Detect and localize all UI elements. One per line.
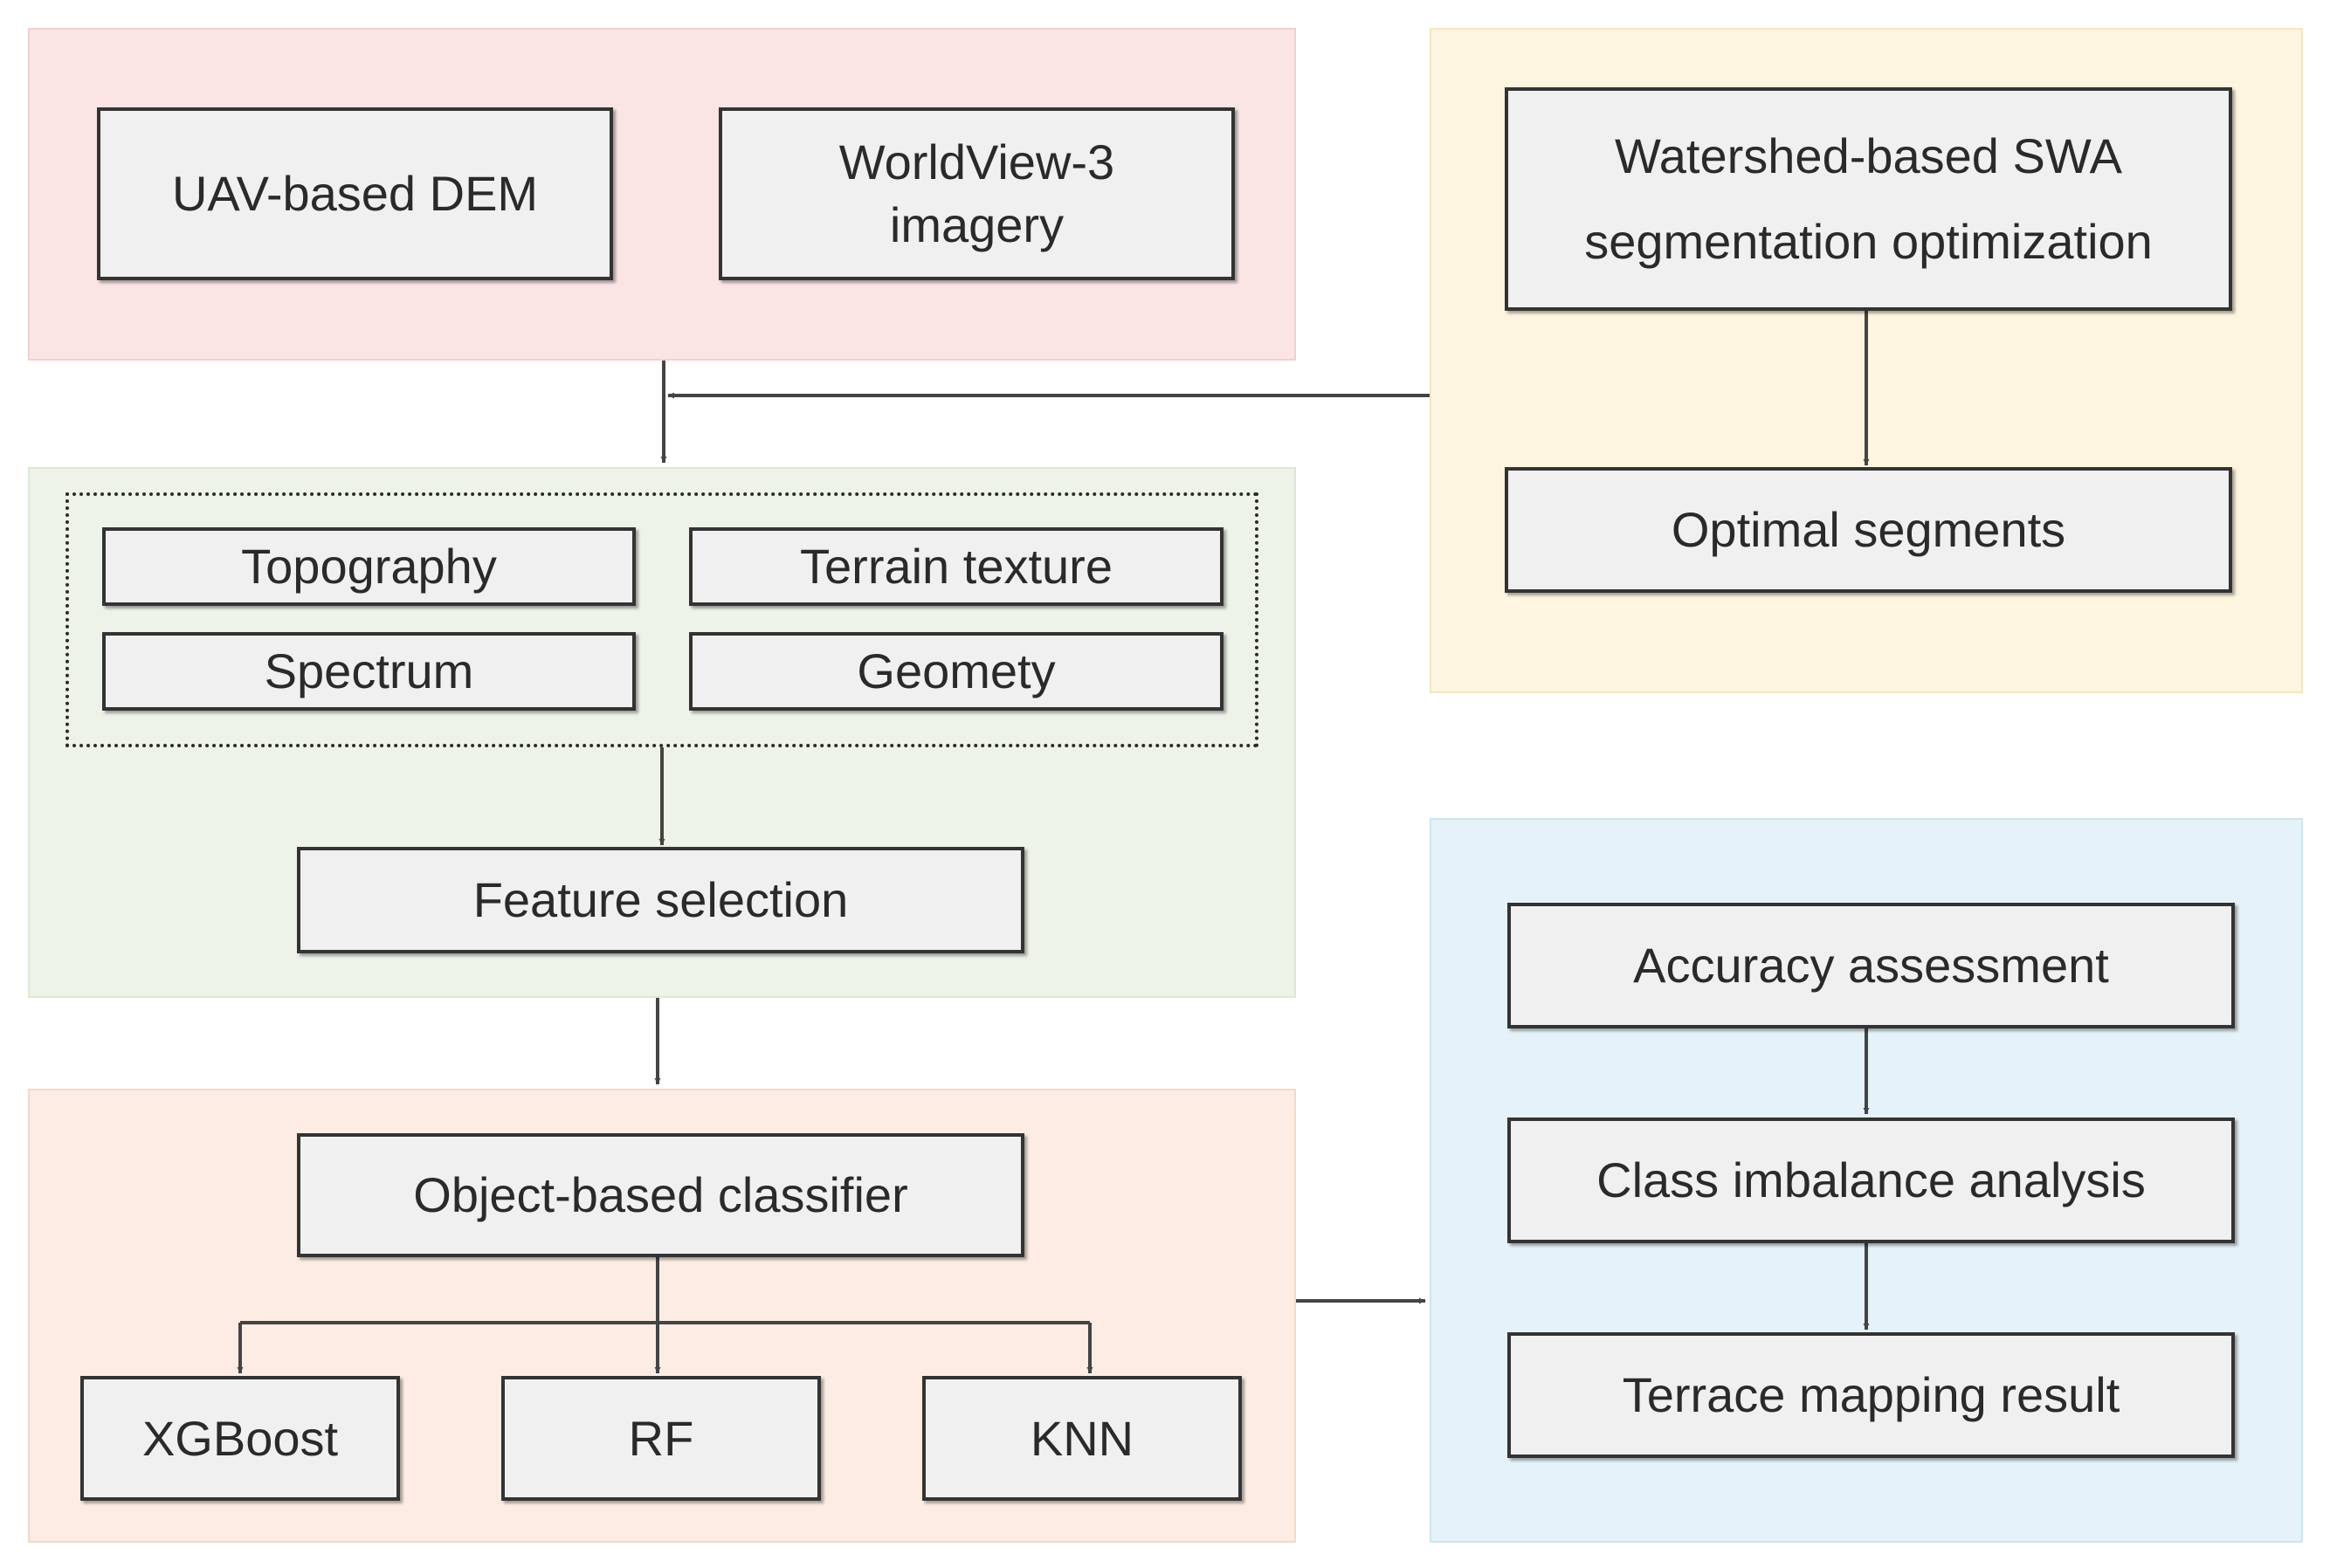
terrain-texture-box: Terrain texture	[689, 527, 1224, 606]
geometry-label: Geomety	[857, 643, 1056, 699]
knn-label: KNN	[1030, 1410, 1134, 1466]
terrain-texture-label: Terrain texture	[800, 539, 1113, 595]
uav-dem-box: UAV-based DEM	[97, 107, 613, 280]
feature-selection-label: Feature selection	[472, 872, 849, 928]
topography-label: Topography	[241, 539, 497, 595]
xgboost-box: XGBoost	[80, 1376, 400, 1501]
rf-box: RF	[501, 1376, 821, 1501]
swa-label-line1: Watershed-based SWA	[1615, 128, 2122, 183]
uav-dem-label: UAV-based DEM	[171, 166, 539, 222]
optimal-segments-label: Optimal segments	[1671, 502, 2066, 558]
class-imbalance-label: Class imbalance analysis	[1596, 1152, 2146, 1208]
xgboost-label: XGBoost	[141, 1410, 339, 1466]
terrace-mapping-label: Terrace mapping result	[1622, 1367, 2120, 1423]
accuracy-assessment-box: Accuracy assessment	[1507, 903, 2235, 1028]
feature-selection-box: Feature selection	[297, 847, 1024, 953]
terrace-mapping-box: Terrace mapping result	[1507, 1332, 2235, 1458]
topography-box: Topography	[102, 527, 636, 606]
optimal-segments-box: Optimal segments	[1505, 467, 2232, 593]
geometry-box: Geomety	[689, 632, 1224, 711]
knn-box: KNN	[922, 1376, 1242, 1501]
worldview-label-line1: WorldView-3	[838, 134, 1115, 190]
object-classifier-box: Object-based classifier	[297, 1133, 1024, 1257]
accuracy-assessment-label: Accuracy assessment	[1633, 938, 2109, 994]
rf-label: RF	[628, 1410, 694, 1466]
swa-label-line2: segmentation optimization	[1584, 214, 2153, 269]
feature-group-border	[65, 492, 1258, 747]
swa-segmentation-box: Watershed-based SWA segmentation optimiz…	[1505, 87, 2232, 311]
worldview-box: WorldView-3 imagery	[719, 107, 1235, 280]
object-classifier-label: Object-based classifier	[413, 1167, 908, 1223]
spectrum-label: Spectrum	[264, 643, 474, 699]
spectrum-box: Spectrum	[102, 632, 636, 711]
class-imbalance-box: Class imbalance analysis	[1507, 1118, 2235, 1243]
worldview-label-line2: imagery	[889, 197, 1065, 252]
